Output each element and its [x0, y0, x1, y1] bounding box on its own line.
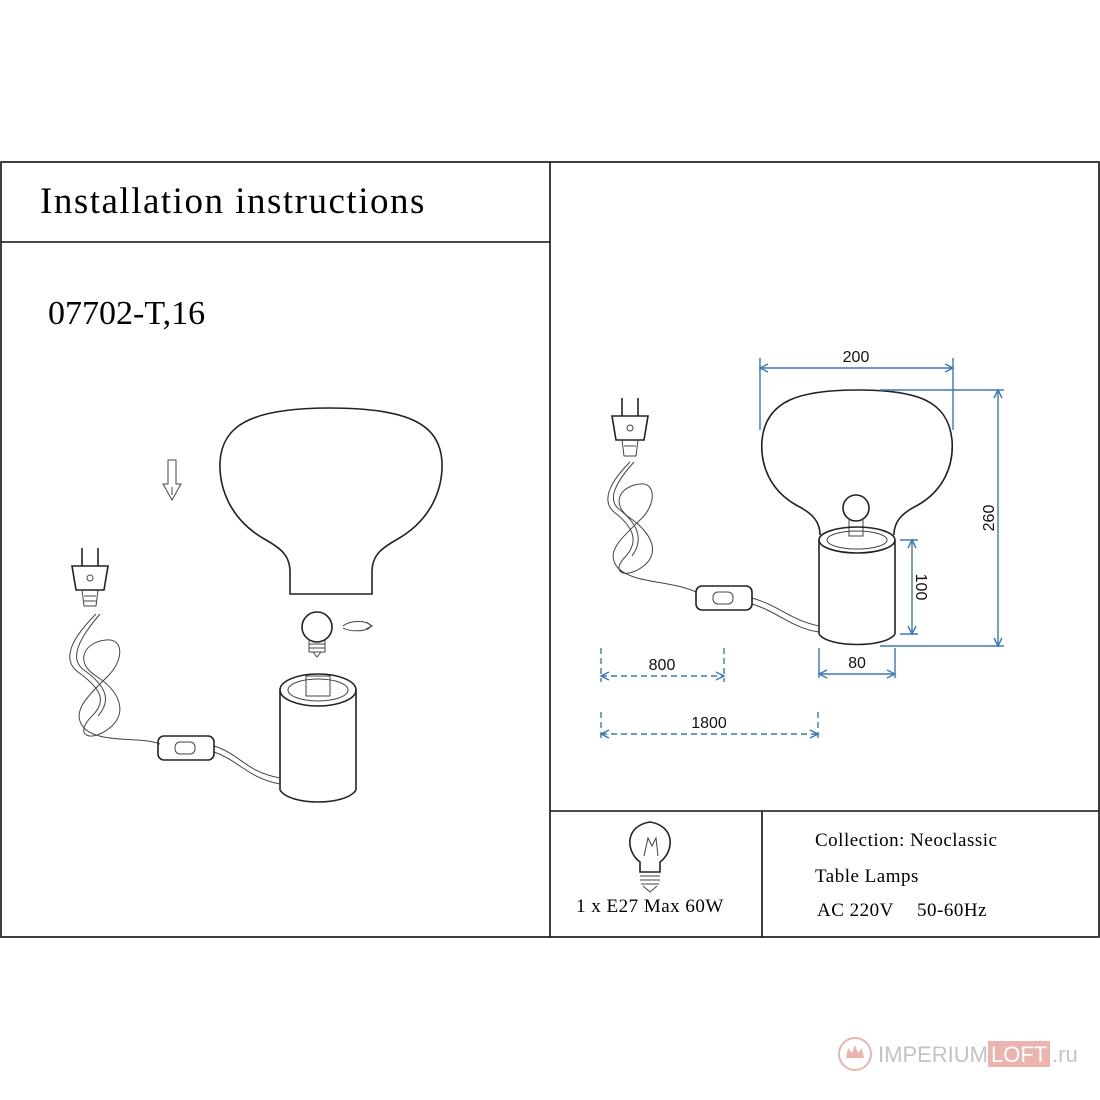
- plug-icon: [611, 398, 649, 457]
- light-bulb-icon: [629, 821, 671, 893]
- bulb-spec: 1 x E27 Max 60W: [576, 896, 724, 917]
- assembly-illustration: [69, 407, 443, 803]
- inline-switch: [695, 585, 753, 611]
- dimension-base-diameter: 80: [817, 648, 897, 679]
- collection-label: Collection: Neoclassic: [815, 830, 997, 851]
- dimension-drawing: 200 260 100 80: [599, 349, 1004, 742]
- sheet-frame: [0, 161, 1100, 938]
- dimension-cable-total: 1800: [599, 712, 820, 742]
- power-cable: [69, 613, 281, 785]
- watermark-brand-a: IMPERIUM: [878, 1042, 988, 1067]
- bulb-spec-cell: 1 x E27 Max 60W: [576, 821, 724, 917]
- dimension-total-height: 260: [880, 388, 1004, 648]
- bulb-icon: [842, 494, 870, 537]
- glass-shade: [219, 407, 443, 595]
- dim-label-total-height: 260: [981, 505, 998, 532]
- crown-logo-icon: [838, 1037, 872, 1071]
- bulb-icon: [301, 611, 333, 658]
- rotate-arrow-icon: [342, 621, 373, 632]
- dim-label-base-diameter: 80: [848, 655, 866, 672]
- inline-switch: [157, 735, 215, 761]
- dim-label-cable-total: 1800: [691, 715, 727, 732]
- glass-shade: [760, 389, 954, 536]
- dim-label-shade-width: 200: [843, 349, 870, 366]
- watermark-badge: [988, 1041, 1050, 1067]
- model-number: 07702-T,16: [48, 295, 205, 332]
- dimension-cable-to-switch: 800: [599, 648, 726, 682]
- watermark-brand-b: LOFT: [991, 1042, 1047, 1067]
- category-label: Table Lamps: [815, 866, 919, 887]
- watermark: IMPERIUM LOFT .ru: [838, 1037, 1078, 1071]
- page-title: Installation instructions: [40, 181, 426, 222]
- dim-label-base-height: 100: [912, 574, 929, 601]
- dimension-shade-width: 200: [758, 349, 955, 430]
- lamp-base: [818, 526, 896, 646]
- dimension-base-height: 100: [900, 538, 929, 636]
- product-info-cell: Collection: Neoclassic Table Lamps AC 22…: [815, 830, 997, 921]
- watermark-tld: .ru: [1052, 1042, 1078, 1067]
- frequency-label: 50-60Hz: [917, 900, 987, 921]
- dim-label-cable-to-switch: 800: [649, 657, 676, 674]
- lamp-base: [279, 673, 357, 803]
- arrow-down-icon: [162, 459, 182, 502]
- power-cable: [607, 461, 820, 633]
- voltage-label: AC 220V: [817, 900, 894, 921]
- plug-icon: [71, 548, 109, 607]
